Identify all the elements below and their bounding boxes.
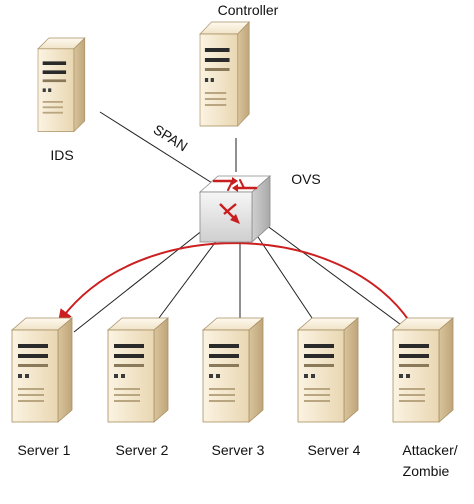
ovs-label: OVS: [291, 171, 321, 187]
server-2-icon: [107, 317, 169, 423]
link-ids-switch: [99, 111, 221, 189]
ids-server-icon: [37, 37, 86, 133]
server-3-icon: [202, 317, 264, 423]
server-4-icon: [297, 317, 359, 423]
attacker-label-line2: Zombie: [403, 463, 450, 479]
link-switch-server4: [251, 227, 321, 331]
span-label: SPAN: [151, 121, 191, 154]
ids-label: IDS: [50, 147, 73, 163]
attacker-label-line1: Attacker/: [402, 442, 457, 458]
server-3-label: Server 3: [212, 442, 265, 458]
attacker-zombie-icon: [392, 317, 454, 423]
ovs-switch-icon: [198, 175, 272, 243]
controller-server-icon: [199, 21, 250, 127]
attack-path-arrow: [57, 242, 411, 324]
server-1-icon: [11, 317, 73, 423]
server-1-label: Server 1: [18, 442, 71, 458]
server-2-label: Server 2: [116, 442, 169, 458]
controller-label: Controller: [218, 2, 279, 18]
link-switch-attacker: [261, 221, 409, 331]
link-switch-server1: [73, 221, 214, 333]
server-4-label: Server 4: [308, 442, 361, 458]
link-switch-server2: [149, 227, 227, 331]
